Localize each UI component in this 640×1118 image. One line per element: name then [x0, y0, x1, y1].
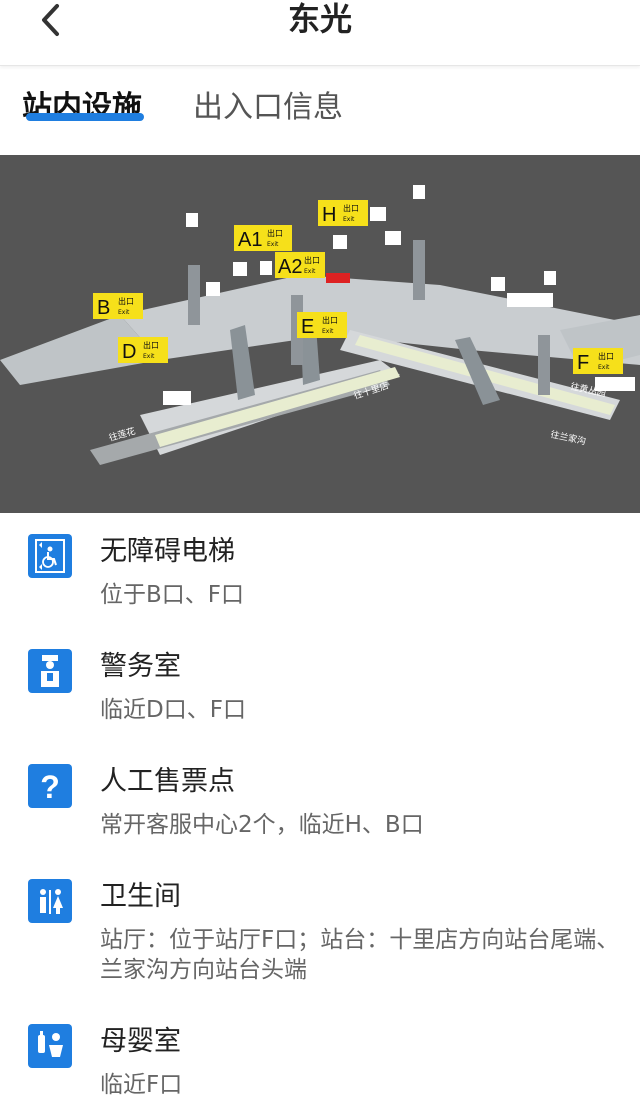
exit-letter: F — [577, 352, 589, 374]
exit-en: Exit — [267, 241, 279, 248]
active-tab-indicator — [26, 113, 144, 121]
facility-name: 卫生间 — [100, 881, 181, 912]
exit-sign-f[interactable]: F 出口 Exit — [573, 348, 623, 374]
exit-cn: 出口 — [343, 203, 359, 213]
facility-desc: 临近D口、F口 — [100, 697, 246, 723]
train-left — [155, 367, 400, 447]
chevron-left-icon — [42, 4, 59, 36]
escalator-1 — [230, 325, 255, 400]
exit-en: Exit — [322, 328, 334, 335]
escalator-3 — [455, 337, 500, 405]
facility-name: 警务室 — [100, 651, 181, 682]
tab-bar: 站内设施 出入口信息 — [0, 66, 640, 154]
facility-pictogram — [206, 282, 220, 296]
exit-sign-h[interactable]: H 出口 Exit — [318, 200, 368, 226]
police-icon — [28, 649, 72, 693]
exit-letter: H — [322, 204, 336, 226]
exit-cn: 出口 — [267, 228, 283, 238]
facility-pictogram — [186, 213, 198, 227]
back-button[interactable] — [30, 0, 70, 40]
facility-name: 人工售票点 — [100, 766, 235, 797]
ticket-area-marker — [326, 273, 350, 283]
exit-en: Exit — [343, 216, 355, 223]
exit-cn: 出口 — [143, 340, 159, 350]
facility-pictogram — [385, 231, 401, 245]
facility-pictogram — [544, 271, 556, 285]
exit-sign-e[interactable]: E 出口 Exit — [297, 312, 347, 338]
exit-letter: B — [97, 297, 110, 319]
facility-name: 无障碍电梯 — [100, 536, 235, 567]
exit-cn: 出口 — [304, 255, 320, 265]
facility-name: 母婴室 — [100, 1026, 181, 1057]
header-bar: 东光 — [0, 0, 640, 66]
exit-cn: 出口 — [118, 296, 134, 306]
pillar — [188, 265, 200, 325]
exit-sign-d[interactable]: D 出口 Exit — [118, 337, 168, 363]
exit-en: Exit — [118, 309, 130, 316]
concourse-floor — [120, 275, 640, 365]
pillar — [413, 240, 425, 300]
exit-letter: E — [301, 316, 314, 338]
facility-desc: 常开客服中心2个，临近H、B口 — [100, 812, 424, 838]
facility-pictogram — [333, 235, 347, 249]
tab-entrance-info[interactable]: 出入口信息 — [193, 90, 343, 125]
facility-pictogram — [260, 261, 272, 275]
facility-pictogram — [507, 293, 553, 307]
left-passage — [0, 315, 160, 385]
svg-text:?: ? — [40, 769, 60, 805]
facility-desc: 临近F口 — [100, 1072, 183, 1098]
facility-desc: 站厅：位于站厅F口；站台：十里店方向站台尾端、兰家沟方向站台头端 — [100, 927, 620, 983]
exit-sign-a2[interactable]: A2 出口 Exit — [275, 252, 325, 278]
accessible-elevator-icon — [28, 534, 72, 578]
exit-letter: A2 — [278, 256, 302, 278]
facility-desc: 位于B口、F口 — [100, 582, 245, 608]
direction-label: 往兰家沟 — [549, 428, 587, 447]
facility-pictogram — [491, 277, 505, 291]
pillar — [538, 335, 550, 395]
facility-pictogram — [595, 377, 635, 391]
restroom-icon — [28, 879, 72, 923]
facility-pictogram — [413, 185, 425, 199]
exit-sign-a1[interactable]: A1 出口 Exit — [234, 225, 292, 251]
nursing-room-icon — [28, 1024, 72, 1068]
facility-pictogram — [233, 262, 247, 276]
page-title: 东光 — [287, 0, 352, 38]
facility-pictogram — [163, 391, 191, 405]
exit-cn: 出口 — [322, 315, 338, 325]
exit-en: Exit — [598, 364, 610, 371]
exit-letter: D — [122, 341, 136, 363]
exit-cn: 出口 — [598, 351, 614, 361]
facility-pictogram — [370, 207, 386, 221]
station-3d-diagram[interactable]: H 出口 Exit A1 出口 Exit A2 出口 Exit B 出口 Exi… — [0, 155, 640, 513]
question-mark-icon: ? — [28, 764, 72, 808]
exit-en: Exit — [143, 353, 155, 360]
exit-letter: A1 — [238, 229, 262, 251]
exit-sign-b[interactable]: B 出口 Exit — [93, 293, 143, 319]
exit-en: Exit — [304, 268, 316, 275]
tab-station-facilities[interactable]: 站内设施 — [22, 90, 142, 125]
